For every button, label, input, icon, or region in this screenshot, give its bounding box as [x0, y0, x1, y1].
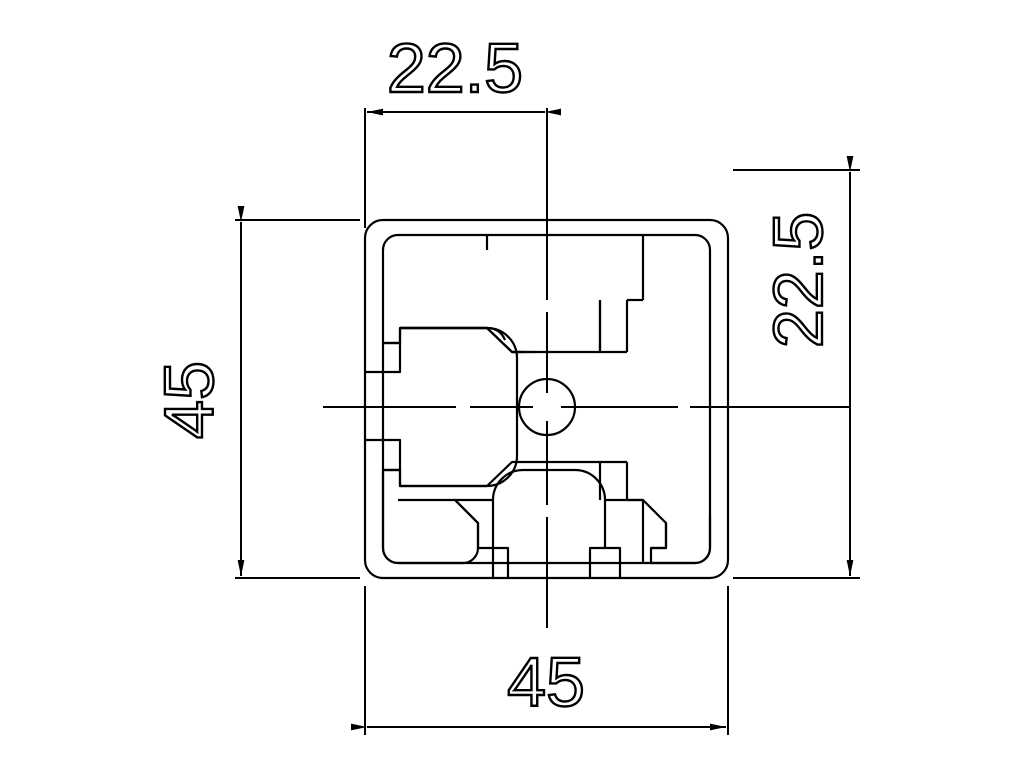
left-dimension-label: 45: [150, 361, 228, 439]
right-dimension: [733, 156, 860, 579]
top-dimension: [364, 108, 561, 228]
right-dimension-label: 22.5: [759, 212, 837, 348]
t-slot-bottom: [453, 468, 607, 578]
pocket-bottom-right: [605, 498, 712, 578]
bottom-dimension: [351, 586, 729, 735]
cavity-right: [627, 235, 645, 563]
bottom-dimension-label: 45: [507, 643, 585, 721]
profile-outer-contour: [363, 218, 730, 580]
t-slot-left-pocket: [398, 326, 519, 488]
center-hub: [400, 326, 523, 354]
right-hub-wall: [598, 300, 629, 500]
top-dimension-label: 22.5: [387, 29, 523, 107]
left-dimension: [235, 206, 360, 579]
